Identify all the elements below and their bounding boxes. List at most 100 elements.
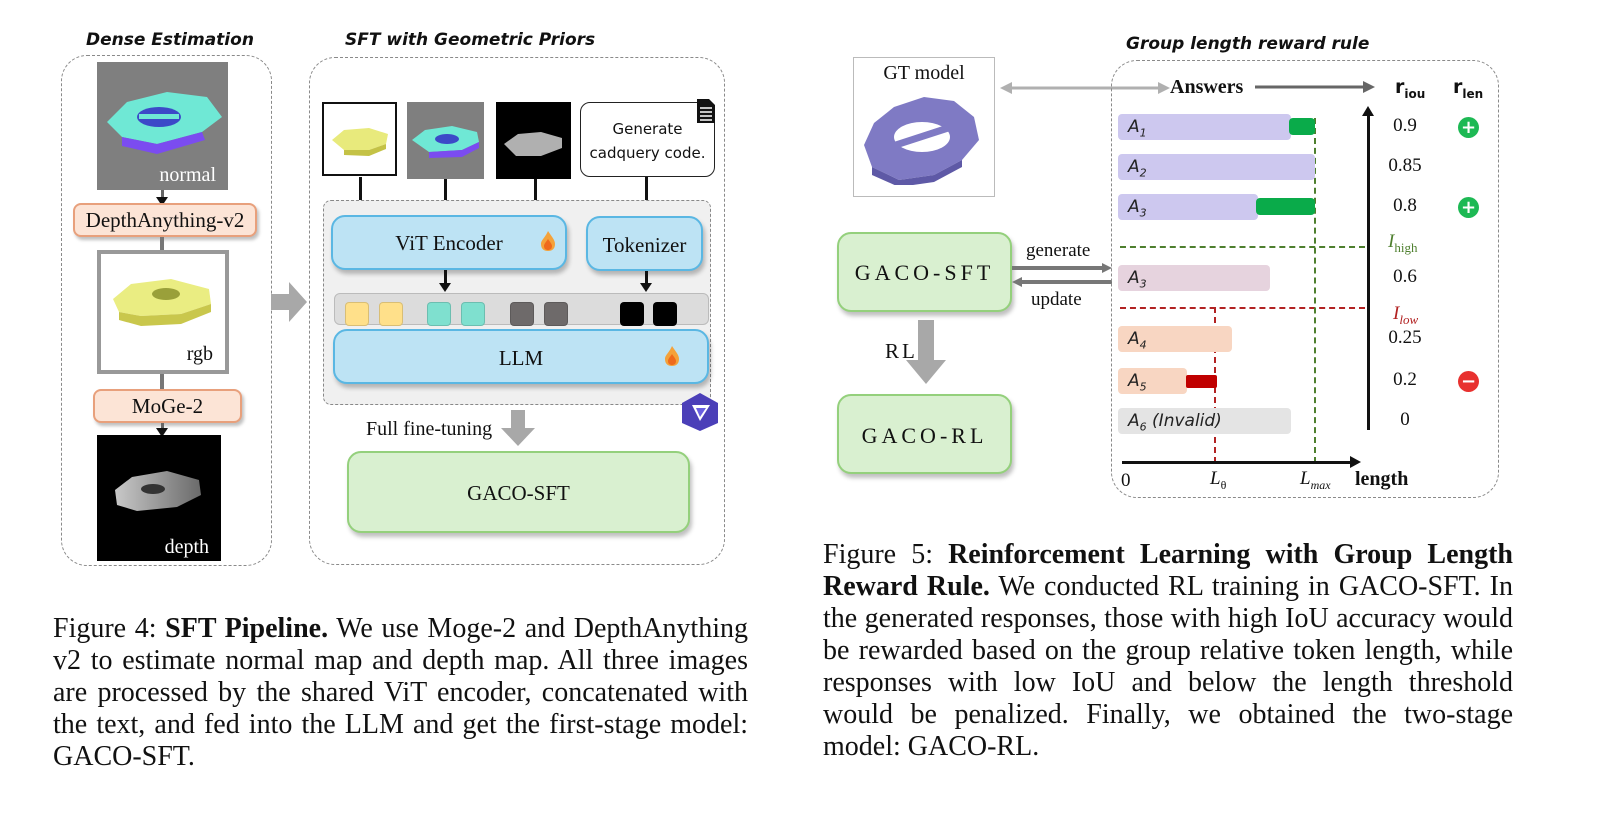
figure4-caption-prefix: Figure 4: bbox=[53, 613, 166, 644]
llm-box: LLM bbox=[333, 329, 709, 384]
finetune-label: Full fine-tuning bbox=[366, 418, 493, 440]
length-bonus-bar bbox=[1289, 118, 1315, 135]
prompt-line-1: Generate bbox=[612, 120, 683, 138]
tokenizer-label: Tokenizer bbox=[602, 233, 687, 257]
iou-axis-arrowhead bbox=[1362, 106, 1374, 116]
moge-box: MoGe-2 bbox=[93, 389, 242, 423]
iou-value: 0.25 bbox=[1388, 327, 1422, 348]
generate-label: generate bbox=[1026, 240, 1091, 261]
i-high-threshold-line bbox=[1120, 246, 1365, 248]
sft-panel bbox=[309, 57, 725, 565]
answer-label: A5 bbox=[1128, 371, 1147, 394]
x-axis-zero: 0 bbox=[1121, 470, 1131, 491]
input-normal-shape bbox=[412, 126, 479, 158]
generate-update-arrows-icon bbox=[1012, 263, 1112, 287]
length-axis-arrowhead bbox=[1350, 456, 1361, 468]
plus-reward-icon: + bbox=[1458, 197, 1479, 218]
answer-bar: A5 bbox=[1118, 368, 1187, 394]
iou-value: 0.2 bbox=[1393, 369, 1417, 390]
answer-bar: A4 bbox=[1118, 326, 1233, 352]
answer-bar: A3 bbox=[1118, 194, 1258, 220]
figure4-caption-body: We use Moge-2 and DepthAnything v2 to es… bbox=[53, 613, 748, 772]
lmax-letter: L bbox=[1300, 468, 1311, 489]
gaco-rl-box: GACO-RL bbox=[837, 394, 1012, 474]
rgb-image: rgb bbox=[97, 250, 229, 374]
dense-estimation-panel bbox=[61, 55, 272, 566]
i-low-sub: low bbox=[1399, 311, 1419, 327]
image-token-depth bbox=[544, 302, 568, 326]
answer-label: A4 bbox=[1128, 329, 1147, 352]
iou-value: 0.85 bbox=[1388, 155, 1422, 176]
answers-arrow-icon bbox=[1255, 81, 1375, 93]
gt-model-label: GT model bbox=[883, 62, 965, 84]
i-low-letter: I bbox=[1393, 303, 1400, 324]
model-logo-icon bbox=[682, 393, 718, 431]
riou-header: riou bbox=[1395, 76, 1425, 101]
arrow-tokenizer-to-tokens bbox=[640, 271, 652, 292]
l-theta-letter: L bbox=[1210, 468, 1221, 489]
fire-icon bbox=[665, 346, 679, 366]
gaco-sft-output-box: GACO-SFT bbox=[347, 451, 690, 533]
figure5-caption-title: Reinforcement Learning with Group Length… bbox=[823, 539, 1513, 602]
connector-line bbox=[160, 237, 164, 250]
figure5-caption-prefix: Figure 5: bbox=[823, 539, 949, 570]
image-token-rgb bbox=[379, 302, 403, 326]
text-token bbox=[653, 302, 677, 326]
minus-penalty-icon: − bbox=[1458, 371, 1479, 392]
x-axis-lmax: Lmax bbox=[1300, 468, 1331, 493]
iou-axis bbox=[1367, 114, 1370, 430]
rlen-header: rlen bbox=[1453, 76, 1483, 101]
normal-map-shape bbox=[107, 92, 222, 154]
x-axis-title: length bbox=[1355, 468, 1409, 490]
answers-header: Answers bbox=[1170, 76, 1244, 98]
image-token-normal bbox=[461, 302, 485, 326]
i-high-label: Ihigh bbox=[1388, 231, 1417, 256]
figure5-caption: Figure 5: Reinforcement Learning with Gr… bbox=[823, 539, 1513, 763]
pipeline-arrow-icon bbox=[271, 282, 307, 322]
riou-header-r: r bbox=[1395, 76, 1405, 98]
depth-label: depth bbox=[164, 536, 209, 558]
rlen-header-sub: len bbox=[1462, 86, 1484, 101]
input-depth-image bbox=[496, 102, 571, 179]
normal-map-image: normal bbox=[97, 62, 228, 190]
tokenizer-box: Tokenizer bbox=[586, 216, 703, 271]
gt-model-shape bbox=[864, 97, 979, 187]
figure4-caption: Figure 4: SFT Pipeline. We use Moge-2 an… bbox=[53, 613, 748, 773]
token-sequence bbox=[334, 293, 709, 326]
depth-shape bbox=[115, 471, 201, 511]
llm-label: LLM bbox=[498, 346, 544, 370]
l-theta-sub: θ bbox=[1220, 477, 1227, 492]
sft-title: SFT with Geometric Priors bbox=[345, 30, 596, 50]
iou-value: 0 bbox=[1400, 409, 1410, 430]
depthanything-box: DepthAnything-v2 bbox=[73, 203, 257, 237]
text-prompt-box: Generate cadquery code. bbox=[580, 102, 715, 177]
connector-line bbox=[160, 374, 164, 389]
input-rgb-image bbox=[322, 102, 397, 176]
input-depth-shape bbox=[504, 132, 562, 156]
iou-value: 0.9 bbox=[1393, 115, 1417, 136]
gt-model-box: GT model bbox=[853, 57, 995, 197]
fire-icon bbox=[541, 231, 555, 251]
arrow-up-normal bbox=[156, 190, 168, 206]
image-token-depth bbox=[510, 302, 534, 326]
answer-label: A2 bbox=[1128, 157, 1147, 180]
update-label: update bbox=[1031, 289, 1082, 310]
answer-bar: A3 bbox=[1118, 265, 1270, 291]
gaco-sft-box: GACO-SFT bbox=[837, 232, 1012, 312]
answer-bar: A2 bbox=[1118, 154, 1315, 180]
input-rgb-shape bbox=[332, 128, 388, 156]
answer-bar: A1 bbox=[1118, 114, 1292, 140]
length-axis bbox=[1122, 461, 1352, 464]
figure5-caption-body: We conducted RL training in GACO-SFT. In… bbox=[823, 571, 1514, 762]
image-token-rgb bbox=[345, 302, 369, 326]
length-bonus-bar bbox=[1255, 198, 1315, 215]
vit-encoder-box: ViT Encoder bbox=[331, 215, 567, 270]
input-normal-image bbox=[407, 102, 484, 179]
i-low-threshold-line bbox=[1120, 307, 1365, 309]
iou-value: 0.6 bbox=[1393, 266, 1417, 287]
lmax-sub: max bbox=[1310, 477, 1331, 492]
text-token bbox=[620, 302, 644, 326]
gaco-sft-output-label: GACO-SFT bbox=[467, 481, 570, 505]
reward-rule-title: Group length reward rule bbox=[1126, 34, 1370, 54]
lmax-line bbox=[1314, 118, 1316, 463]
